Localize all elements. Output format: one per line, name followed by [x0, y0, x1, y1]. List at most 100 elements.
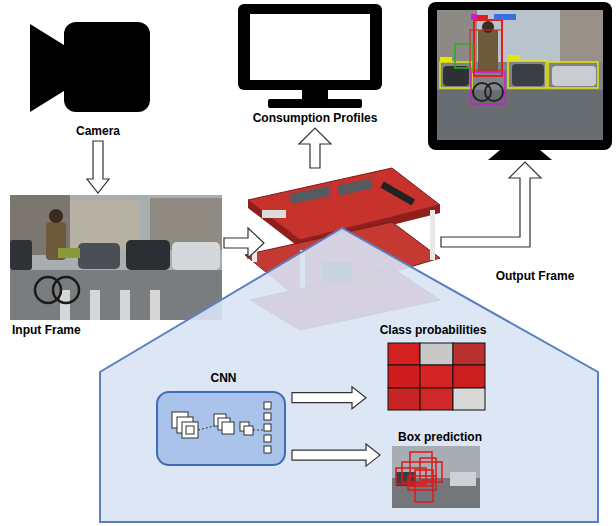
box-prediction-image	[392, 446, 480, 508]
cyclist-head	[482, 21, 494, 33]
output-monitor	[428, 2, 612, 160]
grid-cell	[420, 388, 453, 410]
car	[172, 242, 220, 270]
cyclist-head	[49, 209, 63, 223]
node-label: Consumption Profiles	[253, 111, 378, 125]
flow-arrow	[441, 162, 541, 247]
node-label: Camera	[76, 124, 120, 138]
detection-tag	[471, 14, 477, 20]
grid-cell	[420, 343, 453, 365]
grid-cell	[388, 343, 420, 365]
wheel	[53, 277, 79, 303]
car	[78, 243, 120, 269]
flow-arrow	[87, 141, 109, 193]
photo-sky	[392, 446, 480, 508]
car	[126, 240, 170, 270]
arrow-label: Output Frame	[496, 269, 575, 283]
detection-box	[508, 60, 546, 88]
layer	[222, 422, 234, 434]
flow-arrow	[224, 128, 541, 258]
monitor-frame	[428, 2, 612, 150]
layer	[182, 422, 198, 438]
label-holder: Output Frame	[470, 266, 600, 284]
flow-arrow	[292, 444, 380, 466]
monitor-icon	[238, 4, 382, 108]
crosswalk	[90, 290, 100, 320]
camera-body	[64, 22, 150, 112]
wheel	[485, 83, 503, 101]
cnn-node: CNN	[155, 368, 292, 467]
neuron	[264, 446, 271, 453]
car	[10, 240, 32, 270]
detection-box	[548, 62, 598, 88]
flow-arrow	[224, 228, 264, 258]
neuron	[264, 402, 271, 409]
monitor-frame	[238, 4, 382, 90]
layer	[186, 426, 194, 434]
predicted-box	[408, 476, 436, 490]
grid-cell	[453, 388, 485, 410]
predicted-box	[410, 452, 432, 486]
predicted-box	[396, 452, 442, 502]
neuron	[264, 413, 271, 420]
flow-arrow	[299, 128, 331, 168]
street-building	[560, 10, 603, 68]
node-label: CNN	[211, 371, 237, 385]
node-label: Box prediction	[398, 430, 482, 444]
camera-icon	[30, 22, 150, 112]
detection-box	[455, 44, 473, 68]
node-label: Class probabilities	[380, 323, 487, 337]
grid-cell	[388, 365, 420, 388]
camera-node: Camera	[33, 15, 163, 141]
car	[552, 66, 596, 86]
monitor-node: Consumption Profiles	[230, 2, 400, 128]
monitor-base	[268, 99, 362, 108]
grid-cell	[453, 343, 485, 365]
box-prediction-node: Box prediction	[380, 428, 500, 510]
standoff	[430, 210, 435, 260]
connector	[289, 186, 330, 204]
detection-box	[471, 72, 505, 104]
layer	[244, 426, 253, 435]
photo-road	[10, 270, 222, 320]
neuron	[264, 424, 271, 431]
connector	[337, 179, 372, 196]
input-frame-node: Input Frame	[8, 193, 224, 340]
street-building	[437, 10, 477, 70]
grid-cell	[420, 365, 453, 388]
probability-grid	[388, 343, 485, 410]
layer-icon	[172, 402, 271, 453]
street-road	[437, 88, 603, 140]
street-sky	[437, 10, 603, 140]
detection-tag	[494, 14, 516, 20]
node-label: Input Frame	[12, 323, 81, 337]
monitor-neck	[302, 90, 328, 100]
neuron	[264, 435, 271, 442]
dash-link	[198, 426, 214, 430]
grid-cell	[388, 388, 420, 410]
photo-sky	[10, 195, 222, 320]
car	[443, 66, 469, 86]
detection-box	[474, 20, 502, 76]
grid-cell	[453, 365, 485, 388]
cnn-block	[157, 392, 285, 465]
street-cars	[437, 62, 603, 90]
car	[450, 472, 476, 486]
input-photo	[10, 195, 222, 320]
cnn-box	[157, 392, 285, 465]
detection-tag	[508, 55, 520, 60]
chip	[262, 210, 286, 218]
crosswalk	[120, 290, 130, 320]
header	[380, 181, 415, 205]
detection-box	[440, 62, 472, 88]
crosswalk	[150, 290, 160, 320]
flow-arrow	[292, 387, 366, 409]
monitor-screen	[250, 14, 370, 80]
dash-link	[253, 430, 264, 431]
basket	[58, 248, 80, 258]
detection-box	[470, 30, 502, 70]
predicted-box	[415, 470, 433, 502]
